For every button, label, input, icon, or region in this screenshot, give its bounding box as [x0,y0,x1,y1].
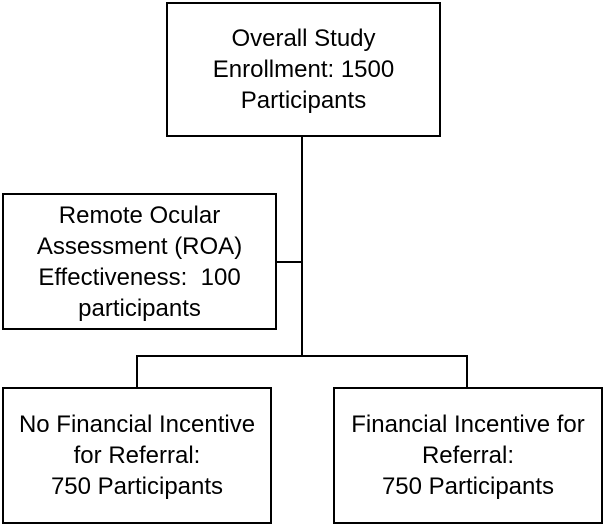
enrollment-line: Participants [240,87,367,114]
incentive-text: Financial Incentive for Referral: 750 Pa… [351,409,584,502]
enrollment-box: Overall Study Enrollment: 1500 Participa… [166,2,441,137]
roa-text: Remote Ocular Assessment (ROA) Effective… [37,200,242,324]
connector-to-incentive [466,356,468,388]
roa-line: Assessment (ROA) [36,232,243,260]
enrollment-line: Overall Study [231,25,376,52]
incentive-box: Financial Incentive for Referral: 750 Pa… [333,387,603,524]
connector-to-roa [276,261,302,263]
incentive-line: Referral: [421,442,514,469]
incentive-line: 750 Participants [381,473,555,500]
roa-line: Remote Ocular [58,201,221,229]
roa-line: participants [78,294,201,322]
enrollment-text: Overall Study Enrollment: 1500 Participa… [213,23,394,116]
connector-branch [136,355,468,357]
roa-box: Remote Ocular Assessment (ROA) Effective… [2,193,277,330]
no-incentive-text: No Financial Incentive for Referral: 750… [19,409,255,502]
no-incentive-line: 750 Participants [50,473,224,500]
incentive-line: Financial Incentive for [351,411,585,438]
connector-to-no-incentive [136,356,138,388]
no-incentive-line: No Financial Incentive [18,411,256,438]
connector-trunk [301,136,303,357]
no-incentive-box: No Financial Incentive for Referral: 750… [2,387,272,524]
enrollment-line: Enrollment: 1500 [212,56,395,83]
roa-line: Effectiveness: 100 [38,263,241,291]
no-incentive-line: for Referral: [73,442,201,469]
